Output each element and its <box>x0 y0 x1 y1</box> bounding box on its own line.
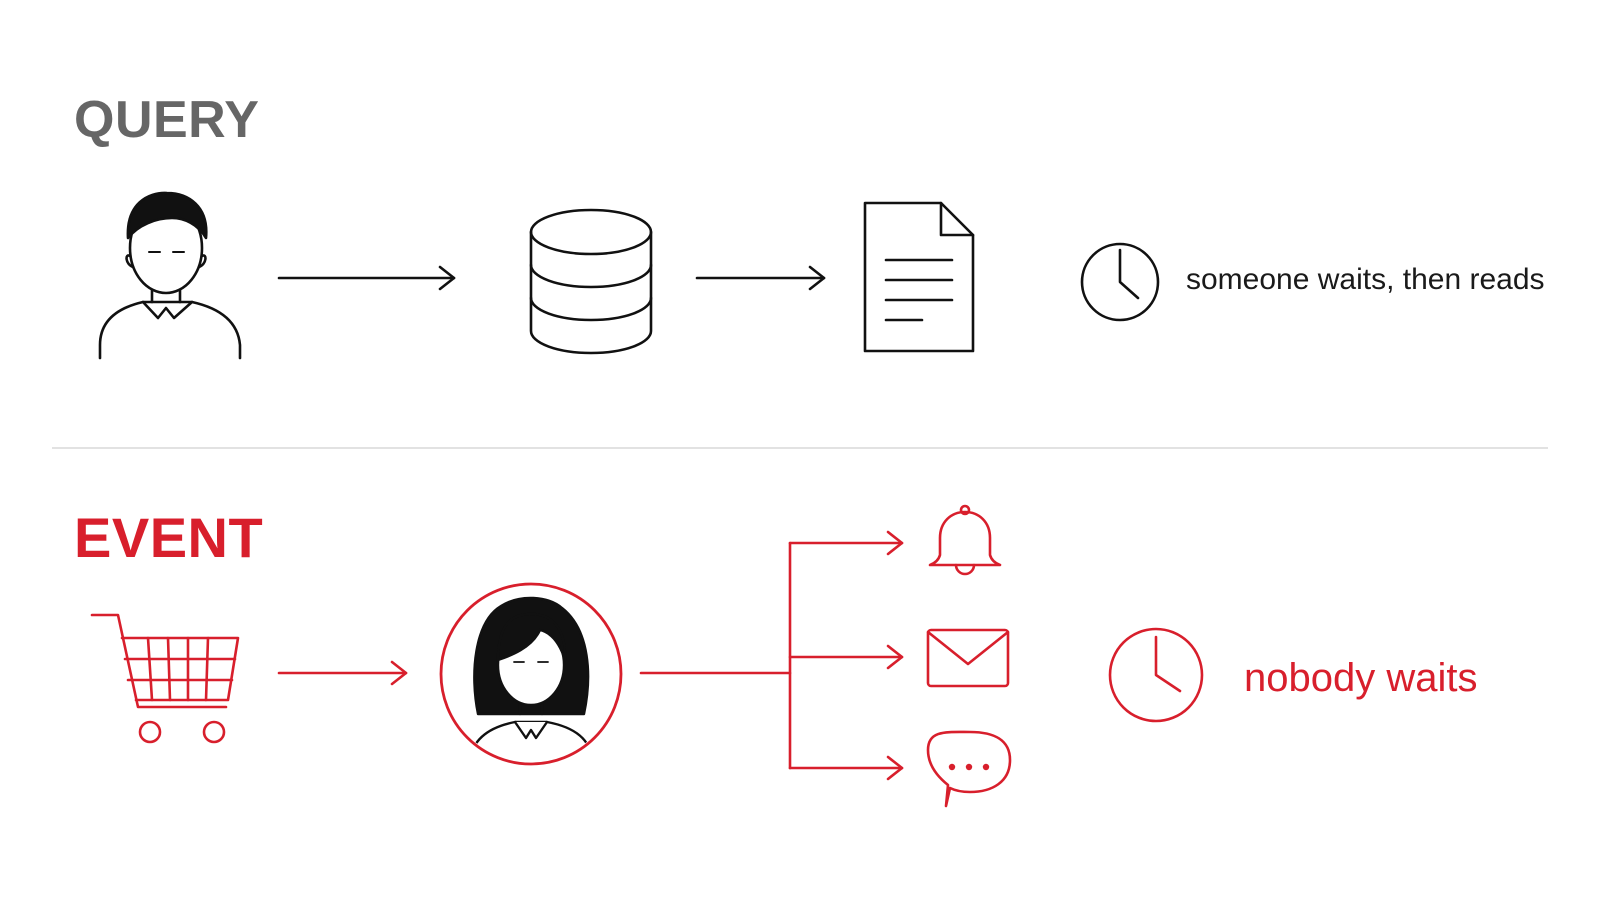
bell-icon <box>928 504 1002 576</box>
event-caption: nobody waits <box>1244 656 1478 700</box>
user-avatar-icon <box>439 582 623 766</box>
document-icon <box>863 201 975 353</box>
arrow-right-icon <box>695 265 826 291</box>
chat-bubble-icon <box>926 730 1012 808</box>
branch-arrows-icon <box>639 530 904 781</box>
clock-icon <box>1108 627 1204 723</box>
arrow-right-icon <box>277 660 408 686</box>
event-title: EVENT <box>74 506 264 569</box>
arrow-right-icon <box>277 265 456 291</box>
mail-icon <box>926 628 1010 688</box>
user-icon <box>98 191 242 360</box>
clock-icon <box>1080 242 1160 322</box>
query-title: QUERY <box>74 91 260 149</box>
section-divider <box>52 447 1548 449</box>
database-icon <box>529 208 653 355</box>
shopping-cart-icon <box>90 613 240 744</box>
query-caption: someone waits, then reads <box>1186 263 1545 296</box>
